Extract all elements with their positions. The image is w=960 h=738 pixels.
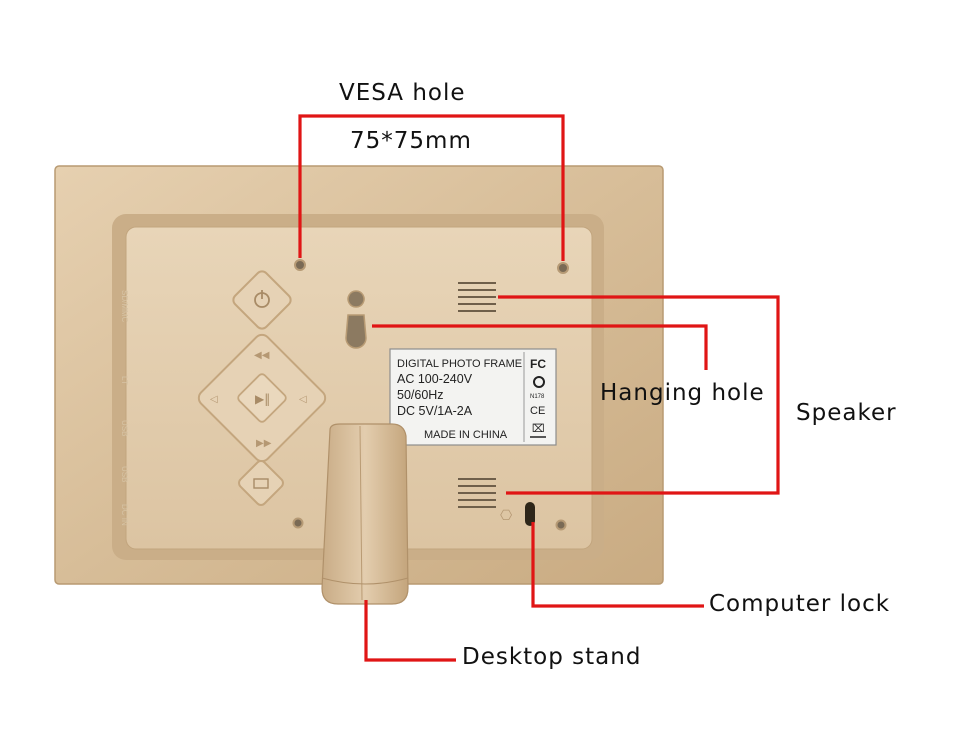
navigation-pad[interactable]: ▶‖ ◀◀ ◁ ◁ ▶▶	[196, 332, 329, 465]
screw-hole-bottom-left	[292, 517, 304, 529]
leader-lock	[531, 522, 704, 608]
label-computer-lock: Computer lock	[709, 591, 891, 617]
menu-button[interactable]	[237, 459, 285, 507]
desktop-stand	[321, 423, 409, 605]
leader-speaker	[498, 295, 780, 495]
fcc-mark-icon: FC	[530, 357, 546, 371]
svg-text:◁: ◁	[210, 394, 218, 405]
sticker-line-5: MADE IN CHINA	[424, 429, 508, 441]
leader-vesa-left	[298, 114, 565, 261]
speaker-grille-top	[458, 282, 496, 312]
power-button[interactable]	[231, 269, 293, 331]
computer-lock-slot	[525, 502, 535, 526]
vesa-hole-right	[557, 262, 569, 274]
weee-bin-icon: ⌧	[532, 422, 545, 435]
sticker-line-4: DC 5V/1A-2A	[397, 404, 473, 418]
svg-text:◀◀: ◀◀	[254, 350, 270, 361]
label-vesa-size: 75*75mm	[350, 128, 472, 154]
label-desktop-stand: Desktop stand	[462, 644, 642, 670]
svg-text:◁: ◁	[299, 394, 307, 405]
leader-hanging	[372, 324, 708, 370]
ce-mark-icon: CE	[530, 405, 545, 417]
sticker-line-1: DIGITAL PHOTO FRAME	[397, 358, 522, 370]
leader-stand	[364, 600, 456, 662]
svg-text:▶‖: ▶‖	[255, 392, 270, 406]
vesa-hole-left	[294, 259, 306, 271]
speaker-grille-bottom	[458, 478, 496, 508]
port-label-usb-1: USB	[120, 420, 129, 436]
port-label-sdmmc: SD/MMC	[120, 290, 129, 323]
sticker-line-3: 50/60Hz	[397, 388, 444, 402]
leader-lines	[298, 114, 780, 662]
screw-hole-bottom-right	[555, 519, 567, 531]
c-tick-mark-icon	[533, 376, 545, 388]
port-label-lt: LT	[120, 376, 129, 385]
hanging-hole-icon	[345, 290, 367, 349]
sticker-line-2: AC 100-240V	[397, 372, 473, 386]
sticker-code: N178	[530, 394, 545, 400]
lock-icon: ⎔	[500, 508, 512, 524]
port-label-dcin: DC IN	[120, 504, 129, 526]
label-hanging-hole: Hanging hole	[600, 380, 765, 406]
port-label-usb-2: USB	[120, 466, 129, 482]
svg-text:▶▶: ▶▶	[256, 438, 272, 449]
label-vesa-hole: VESA hole	[339, 80, 466, 106]
label-speaker: Speaker	[796, 400, 897, 426]
rating-sticker	[389, 348, 557, 446]
